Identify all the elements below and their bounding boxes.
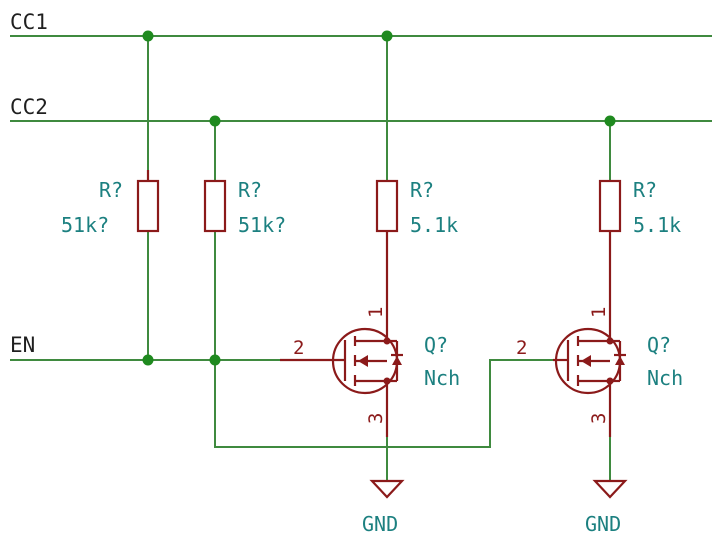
channel-arrow (358, 355, 368, 367)
resistor-ref-label: R? (238, 178, 262, 202)
resistor-r1[interactable]: R? 51k? (61, 170, 160, 237)
pin-number-drain: 1 (588, 307, 610, 318)
net-label-cc2: CC2 (10, 95, 48, 119)
ground-symbol-2[interactable]: GND (585, 479, 628, 536)
resistor-value-label: 51k? (238, 213, 286, 237)
ground-symbol-1[interactable]: GND (362, 479, 405, 536)
net-label-en: EN (10, 333, 35, 357)
net-label-cc1: CC1 (10, 10, 48, 34)
pin-number-drain: 1 (365, 307, 387, 318)
ground-icon (369, 479, 405, 499)
junction-dot (209, 354, 221, 366)
pin-number-source: 3 (365, 413, 387, 424)
ground-label: GND (362, 512, 398, 536)
resistor-ref-label: R? (410, 178, 434, 202)
channel-arrow (581, 355, 591, 367)
resistor-value-label: 51k? (61, 213, 109, 237)
transistor-value-label: Nch (424, 366, 460, 390)
resistor-value-label: 5.1k (633, 213, 681, 237)
ground-icon (592, 479, 628, 499)
resistor-ref-label: R? (99, 178, 123, 202)
mosfet-q1[interactable]: 2 1 3 Q? Nch (280, 307, 460, 437)
transistor-ref-label: Q? (647, 333, 671, 357)
junction-dot (142, 30, 154, 42)
junction-dot (604, 115, 616, 127)
mosfet-q2[interactable]: 2 1 3 Q? Nch (516, 307, 683, 437)
transistor-value-label: Nch (647, 366, 683, 390)
junction-dot (209, 115, 221, 127)
wire-en-to-q2-gate (214, 359, 553, 448)
pin-number-gate: 2 (293, 337, 304, 359)
resistor-r4[interactable]: R? 5.1k (598, 178, 681, 322)
resistor-ref-label: R? (633, 178, 657, 202)
transistor-ref-label: Q? (424, 333, 448, 357)
pin-number-gate: 2 (516, 337, 527, 359)
junction-dot (142, 354, 154, 366)
resistor-r3[interactable]: R? 5.1k (375, 178, 458, 322)
resistor-r2[interactable]: R? 51k? (203, 178, 286, 237)
junction-dot (381, 30, 393, 42)
resistor-value-label: 5.1k (410, 213, 458, 237)
pin-number-source: 3 (588, 413, 610, 424)
ground-label: GND (585, 512, 621, 536)
